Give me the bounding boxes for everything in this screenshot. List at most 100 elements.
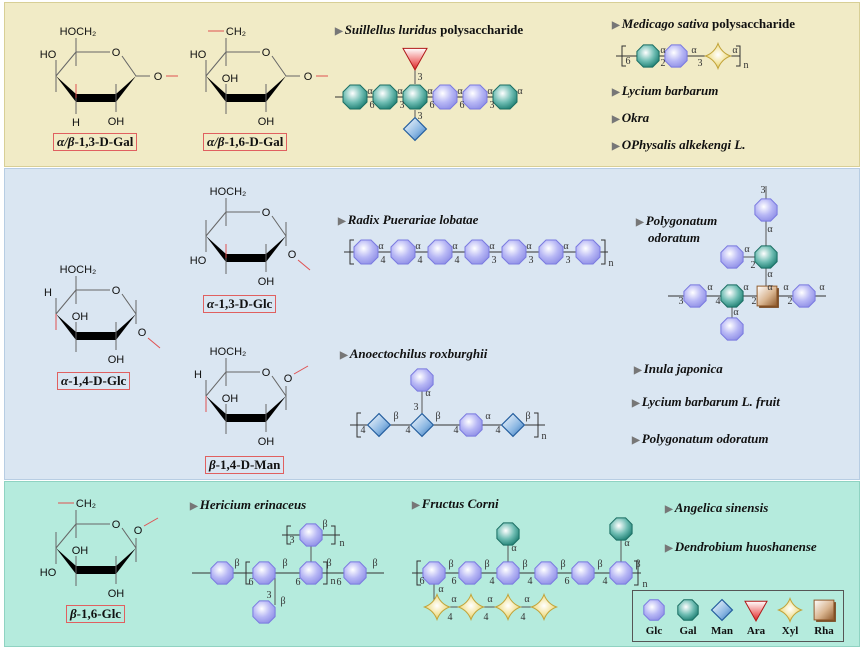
position-label: 3 — [566, 255, 571, 266]
xyl-symbol — [703, 41, 733, 71]
anomer-label: α — [767, 224, 773, 235]
bond-line — [205, 51, 227, 77]
source-name: Angelica sinensis — [674, 500, 769, 515]
bond-line — [205, 371, 227, 397]
panel-glucose-mannose — [4, 168, 860, 480]
position-label: 2 — [751, 260, 756, 271]
glc-symbol — [754, 198, 778, 222]
ring-wedge-right — [266, 396, 286, 422]
source-name: Radix Puerariae lobatae — [347, 212, 479, 227]
anomer-label: β — [448, 559, 453, 570]
position-label: 6 — [420, 576, 425, 587]
anomer-label: α — [452, 241, 458, 252]
source-name: Fructus Corni — [421, 496, 499, 511]
atom-label: OH — [72, 311, 89, 323]
bond-line — [271, 55, 287, 77]
glc-symbol — [459, 413, 483, 437]
man-symbol — [402, 116, 428, 142]
man-symbol — [409, 412, 435, 438]
bond-line — [205, 211, 227, 237]
atom-label: O — [262, 207, 271, 219]
anomer-label: α — [487, 86, 493, 97]
glc-symbol — [720, 245, 744, 269]
bond-line — [143, 517, 159, 527]
label-rest: -1,6-Glc — [76, 606, 122, 621]
position-label: 3 — [290, 535, 295, 546]
ring-wedge-left — [56, 548, 76, 574]
glc-symbol — [720, 317, 744, 341]
position-label: 3 — [492, 255, 497, 266]
triangle-bullet-icon: ▶ — [612, 87, 620, 98]
position-label: 6 — [626, 56, 631, 67]
label-rest: -1,4-D-Glc — [68, 373, 127, 388]
atom-label: H — [44, 287, 52, 299]
anomer-label: β — [280, 596, 285, 607]
source-name: OPhysalis alkekengi L. — [621, 137, 746, 152]
triangle-bullet-icon: ▶ — [612, 141, 620, 152]
anomer-label: α — [732, 45, 738, 56]
anomer-label: β — [326, 558, 331, 569]
gal-symbol — [342, 84, 368, 110]
atom-label: CH₂ — [226, 26, 246, 38]
anomer-label: β — [560, 559, 565, 570]
anomer-label: α — [427, 86, 433, 97]
source-anoectochilus: ▶Anoectochilus roxburghii — [340, 346, 487, 362]
glc-symbol — [353, 239, 379, 265]
anomer-label: α — [783, 282, 789, 293]
glc-symbol — [427, 239, 453, 265]
glc-symbol — [390, 239, 416, 265]
ring-bond-bottom — [76, 332, 116, 340]
repeat-bracket-open — [286, 525, 291, 545]
bond-line — [147, 337, 161, 349]
bond-line — [55, 523, 77, 549]
label-rest: -1,4-D-Man — [215, 457, 281, 472]
source-name: Polygonatum odoratum — [641, 431, 769, 446]
glc-symbol — [422, 561, 446, 585]
repeat-count: n — [744, 60, 749, 71]
label-rest: -1,3-D-Glc — [214, 296, 273, 311]
position-label: 3 — [529, 255, 534, 266]
atom-label: OH — [72, 545, 89, 557]
repeat-bracket-close — [534, 412, 539, 438]
legend-label-rha: Rha — [814, 625, 834, 637]
atom-label: O — [134, 525, 143, 537]
atom-label: O — [304, 71, 313, 83]
glc-symbol — [538, 239, 564, 265]
source-medicago: ▶Medicago sativa polysaccharide — [612, 16, 795, 32]
repeat-bracket-close — [331, 525, 336, 545]
anomer-label: β — [372, 558, 377, 569]
bond-line — [55, 289, 77, 315]
man-symbol — [366, 412, 392, 438]
position-label: 4 — [490, 576, 495, 587]
bond-line — [297, 259, 311, 271]
atom-label: OH — [108, 354, 125, 366]
xyl-symbol — [529, 592, 559, 622]
ring-wedge-right — [116, 314, 136, 340]
position-label: 6 — [430, 100, 435, 111]
atom-label: O — [138, 327, 147, 339]
position-label: 6 — [370, 100, 375, 111]
glc-symbol — [534, 561, 558, 585]
atom-label: OH — [108, 116, 125, 128]
source-hericium: ▶Hericium erinaceus — [190, 497, 306, 513]
source-name: Suillellus luridus — [344, 22, 437, 37]
source-okra: ▶Okra — [612, 110, 649, 126]
bond-line — [55, 51, 77, 77]
anomer-label: β — [635, 559, 640, 570]
legend-symbols — [643, 596, 836, 624]
glc-symbol — [432, 84, 458, 110]
ring-wedge-left — [56, 314, 76, 340]
source-name: Inula japonica — [643, 361, 723, 376]
position-label: 4 — [454, 425, 459, 436]
position-label: 3 — [679, 296, 684, 307]
atom-label: O — [112, 519, 121, 531]
atom-label: CH₂ — [76, 498, 96, 510]
